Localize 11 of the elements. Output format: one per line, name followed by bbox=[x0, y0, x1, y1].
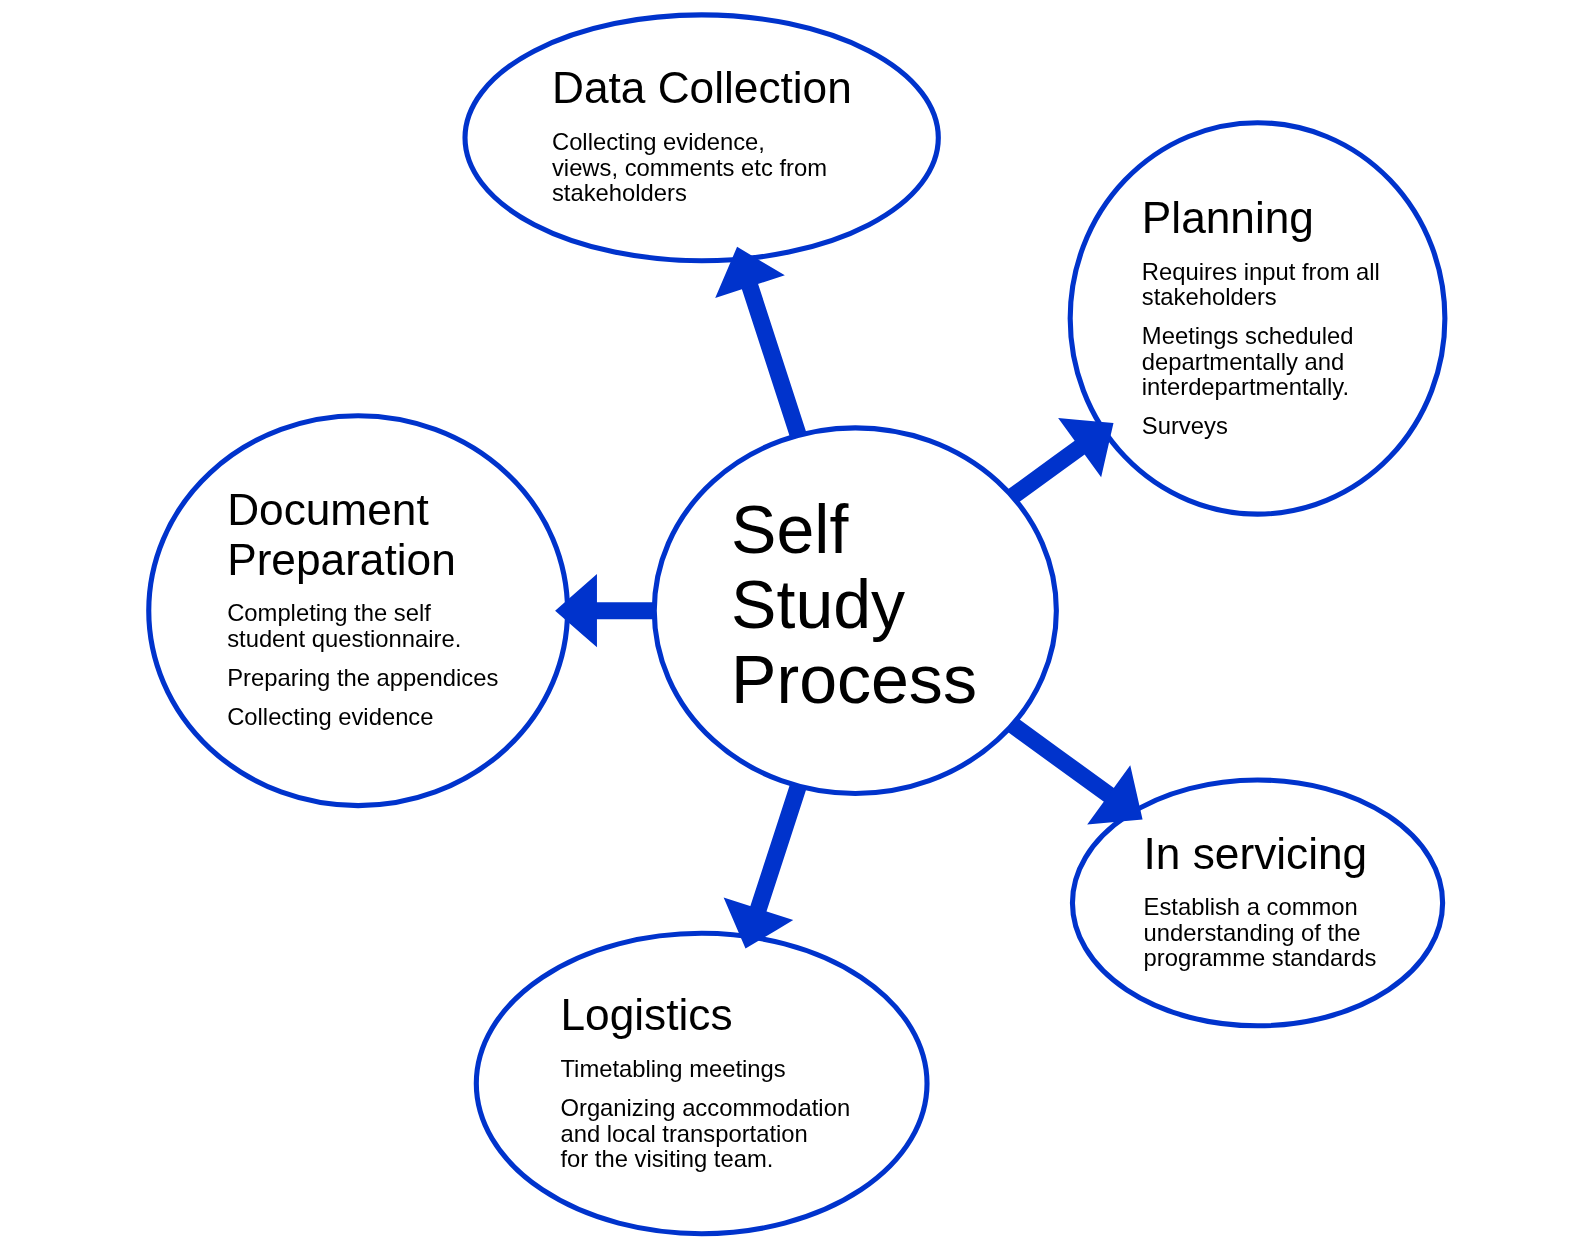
node-circle: Planning Requires input from all stakeholders Meetings scheduled departmentally and interdepartmentally. Surveys bbox=[1067, 120, 1447, 517]
node-ellipse: Logistics Timetabling meetings Organizing accommodation and local transportation for the visiting team. bbox=[473, 930, 930, 1237]
arrow bbox=[1007, 418, 1113, 504]
node-circle: Document Preparation Completing the self student questionnaire. Preparing the appendices Collecting evidence bbox=[145, 413, 570, 809]
node-ellipse: Data Collection Collecting evidence, views, comments etc from stakeholders bbox=[461, 12, 941, 264]
arrow bbox=[1007, 718, 1143, 825]
node-circle: Self Study Process bbox=[651, 425, 1059, 797]
arrow bbox=[714, 246, 806, 438]
arrow bbox=[723, 783, 806, 949]
arrow bbox=[554, 574, 654, 648]
node-ellipse: In servicing Establish a common understanding of the programme standards bbox=[1069, 777, 1445, 1029]
